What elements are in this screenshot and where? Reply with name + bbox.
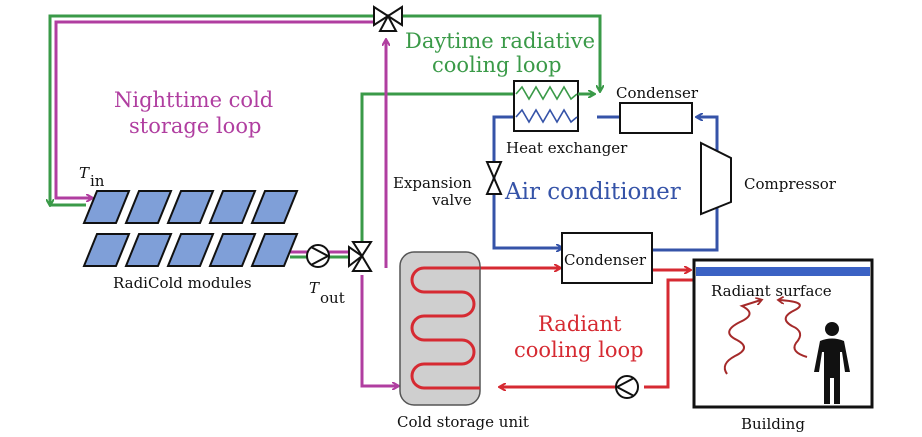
daytime-loop-label-line2: cooling loop	[432, 53, 562, 77]
three-way-valve-icon-top	[373, 5, 403, 32]
nighttime-loop-label-line2: storage loop	[129, 114, 261, 138]
radiant-loop-label-line2: cooling loop	[514, 338, 644, 362]
hx-coil-green	[515, 85, 578, 101]
radiant-loop-pipes	[480, 268, 695, 387]
module	[208, 190, 257, 224]
building	[692, 258, 874, 409]
expansion-valve-label-line1: Expansion	[393, 174, 472, 192]
expansion-valve-icon	[485, 161, 503, 195]
red-pipe-building-return	[644, 278, 695, 389]
expansion-valve-label-line2: valve	[431, 191, 472, 209]
modules-label: RadiCold modules	[113, 274, 252, 292]
radiant-loop-label-line1: Radiant	[538, 312, 622, 336]
green-pipe-top	[48, 14, 600, 205]
module	[250, 233, 299, 267]
condenser-top	[619, 102, 693, 134]
cold-storage-label: Cold storage unit	[397, 413, 529, 431]
three-way-valve-icon-bottom	[348, 241, 373, 272]
heat-wave-icon	[723, 300, 761, 375]
heat-exchanger-label: Heat exchanger	[506, 139, 628, 157]
module	[124, 233, 173, 267]
heat-wave-icon	[779, 300, 808, 358]
daytime-loop-label-line1: Daytime radiative	[405, 29, 595, 53]
condenser-bottom	[561, 232, 653, 284]
module	[82, 233, 131, 267]
pump-icon-modules	[306, 244, 331, 268]
condenser-bottom-label: Condenser	[564, 251, 647, 269]
module	[82, 190, 131, 224]
condenser-top-label: Condenser	[616, 84, 699, 102]
building-label: Building	[741, 415, 805, 433]
compressor-label: Compressor	[744, 175, 837, 193]
ac-loop-label: Air conditioner	[504, 179, 681, 205]
module	[250, 190, 299, 224]
t-in-subscript: in	[90, 172, 105, 190]
person-icon	[814, 322, 850, 404]
magenta-pipe-top	[54, 20, 376, 198]
module-row-bottom	[82, 233, 299, 267]
magenta-pipe-to-storage	[360, 275, 398, 386]
module	[166, 233, 215, 267]
radiant-surface-label: Radiant surface	[711, 282, 832, 300]
module	[124, 190, 173, 224]
radicold-modules	[82, 190, 299, 267]
module-row-top	[82, 190, 299, 224]
nighttime-loop-label-line1: Nighttime cold	[114, 88, 273, 112]
storage-coil	[410, 266, 480, 390]
module	[208, 233, 257, 267]
heat-exchanger	[513, 80, 579, 132]
compressor-icon	[700, 141, 732, 216]
module	[166, 190, 215, 224]
t-out-symbol: T	[309, 279, 320, 297]
t-in-symbol: T	[79, 164, 90, 182]
pump-icon-radiant	[614, 375, 639, 399]
radiant-surface	[696, 267, 870, 276]
hx-coil-blue	[515, 108, 578, 124]
t-out-subscript: out	[320, 289, 345, 307]
